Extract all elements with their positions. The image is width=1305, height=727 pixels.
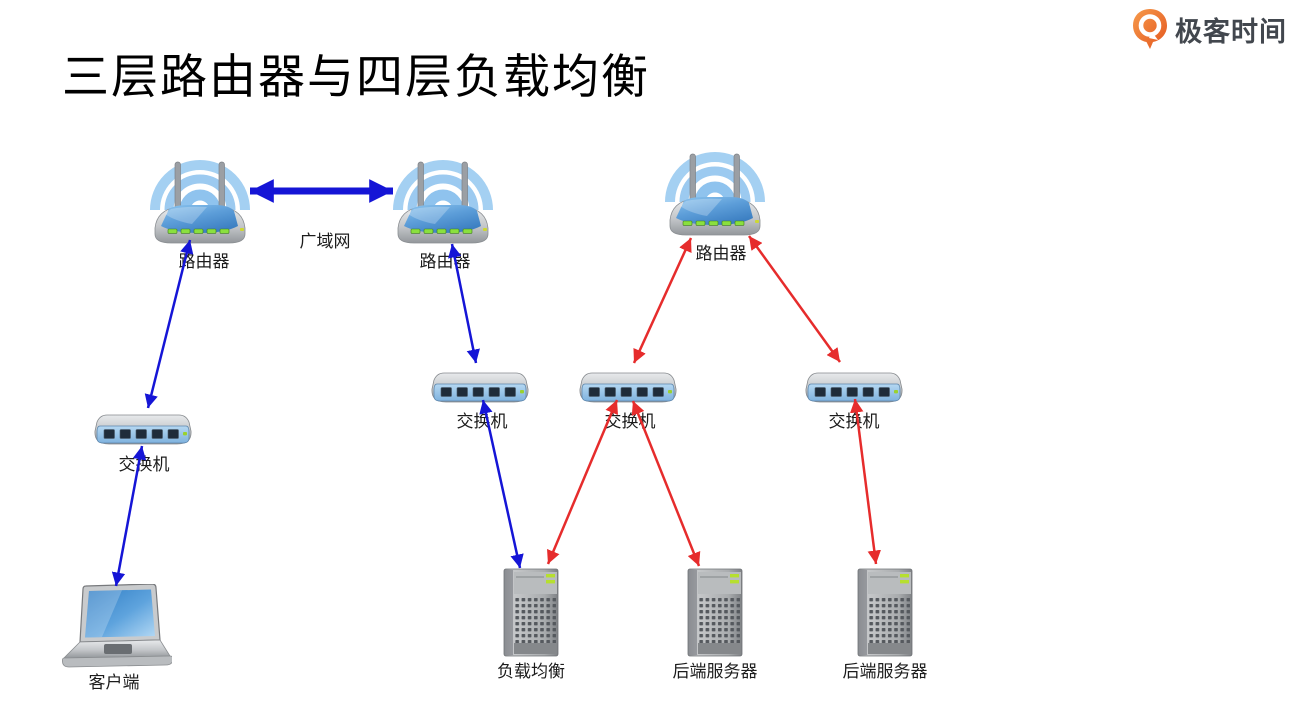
node-router1	[145, 148, 255, 248]
node-router2	[388, 148, 498, 248]
wireless-router-icon	[660, 140, 770, 240]
label-client: 客户端	[88, 673, 140, 692]
laptop-icon	[62, 584, 172, 668]
label-router1: 路由器	[178, 252, 230, 271]
label-switch4: 交换机	[828, 412, 880, 431]
wireless-router-icon	[388, 148, 498, 248]
node-switch3	[578, 371, 678, 405]
node-switch2	[430, 371, 530, 405]
geektime-pin-icon	[1133, 9, 1167, 49]
label-router3: 路由器	[695, 244, 747, 263]
node-load-balancer	[502, 567, 560, 659]
label-load-balancer: 负载均衡	[497, 662, 565, 681]
label-wan: 广域网	[299, 232, 351, 251]
node-router3	[660, 140, 770, 240]
switch-icon	[94, 414, 192, 445]
switch-icon	[431, 372, 529, 403]
switch-icon	[805, 372, 903, 403]
label-router2: 路由器	[419, 252, 471, 271]
brand-logo-text: 极客时间	[1175, 16, 1287, 47]
server-icon	[687, 568, 743, 657]
label-backend2: 后端服务器	[842, 662, 928, 681]
wireless-router-icon	[145, 148, 255, 248]
switch-icon	[579, 372, 677, 403]
label-backend1: 后端服务器	[672, 662, 758, 681]
label-switch2: 交换机	[456, 412, 508, 431]
server-icon	[503, 568, 559, 657]
server-icon	[857, 568, 913, 657]
node-backend2	[856, 567, 914, 659]
label-switch3: 交换机	[604, 412, 656, 431]
node-switch4	[804, 371, 904, 405]
page-title: 三层路由器与四层负载均衡	[62, 50, 650, 103]
node-client	[62, 584, 172, 674]
node-switch1	[93, 413, 193, 447]
brand-logo: 极客时间	[1131, 8, 1287, 50]
node-backend1	[686, 567, 744, 659]
label-switch1: 交换机	[118, 455, 170, 474]
